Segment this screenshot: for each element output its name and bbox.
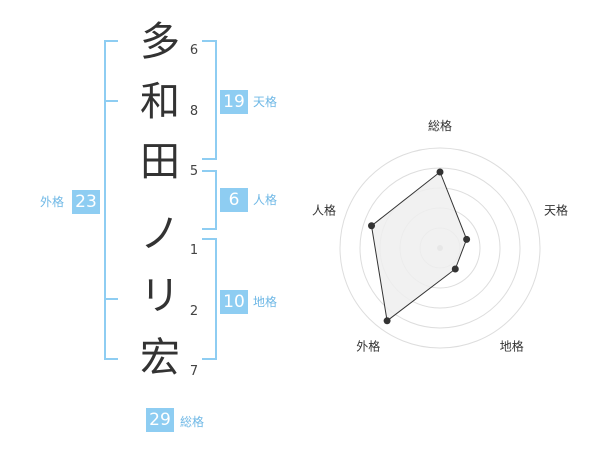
- soukaku-badge: 29: [146, 408, 174, 432]
- soukaku-label: 総格: [180, 415, 205, 429]
- stroke-count-1: 6: [189, 43, 199, 58]
- name-char-2: 和: [140, 79, 180, 125]
- stroke-count-6: 7: [189, 364, 199, 379]
- jinkaku-badge: 6: [220, 188, 248, 212]
- radar-point-3: [451, 265, 459, 273]
- gaikaku-badge: 23: [72, 190, 100, 214]
- radar-axis-label-2: 天格: [544, 202, 568, 217]
- stroke-count-4: 1: [189, 243, 199, 258]
- radar-point-4: [383, 317, 391, 325]
- radar-area: [370, 171, 468, 322]
- radar-axis-label-1: 総格: [428, 118, 452, 133]
- radar-point-5: [368, 222, 376, 230]
- radar-axis-label-4: 外格: [356, 339, 380, 354]
- name-char-1: 多: [140, 19, 180, 65]
- radar-area-layer: [370, 171, 468, 322]
- stroke-count-2: 8: [189, 104, 199, 119]
- tenkaku-label: 天格: [253, 95, 278, 109]
- radar-point-1: [436, 168, 444, 176]
- gaikaku-label: 外格: [40, 195, 65, 209]
- name-char-6: 宏: [140, 335, 180, 381]
- radar-axis-label-5: 人格: [312, 202, 336, 217]
- radar-ring-4: [359, 167, 521, 329]
- radar-ring-5: [339, 147, 541, 349]
- tenkaku-badge: 19: [220, 90, 248, 114]
- chikaku-label: 地格: [253, 295, 278, 309]
- stroke-count-3: 5: [189, 164, 199, 179]
- name-char-3: 田: [140, 139, 180, 185]
- radar-points: [368, 168, 471, 325]
- radar-axis-label-3: 地格: [500, 339, 524, 354]
- name-char-5: リ: [140, 273, 180, 319]
- name-char-4: ノ: [140, 211, 180, 257]
- jinkaku-label: 人格: [253, 193, 278, 207]
- radar-point-2: [463, 235, 471, 243]
- stroke-count-5: 2: [189, 304, 199, 319]
- chikaku-badge: 10: [220, 290, 248, 314]
